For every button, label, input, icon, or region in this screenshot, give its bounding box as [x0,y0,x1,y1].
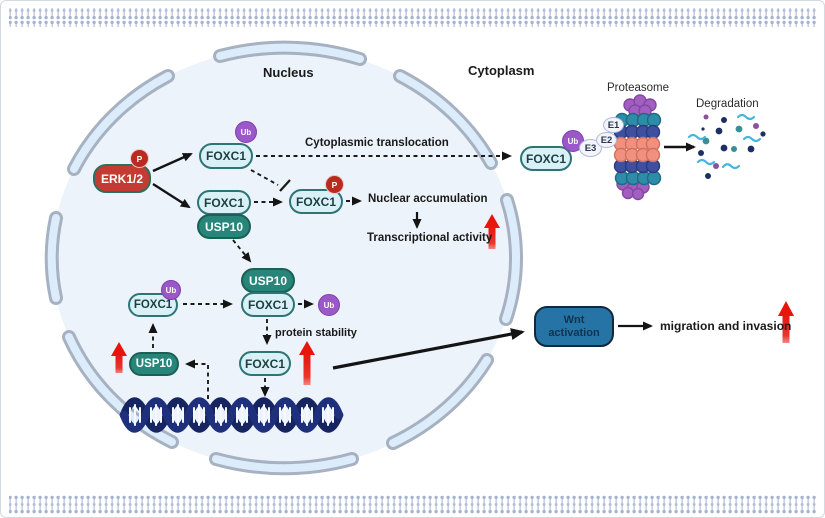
foxc1-ub-left-node: FOXC1 [128,293,178,317]
red-up-arrows [111,214,794,385]
foxc1-stable-node: FOXC1 [239,351,291,376]
phospho-badge: P [130,149,149,168]
proteasome-label: Proteasome [607,82,670,94]
ub-badge: Ub [161,280,181,300]
e1-enzyme-node: E1 [603,117,624,133]
dashed-arrows [148,151,512,399]
cytoplasm-label: Cytoplasm [468,63,535,78]
foxc1-usp10-complex-usp10-node: USP10 [197,214,251,239]
degradation-products [687,113,766,179]
cell-membrane-bottom [9,495,818,514]
up-arrow-migration-icon [778,301,794,343]
nuclear-envelope [44,40,523,476]
transcriptional-activity-label: Transcriptional activity [367,232,493,244]
erk12-node: ERK1/2 [93,164,151,193]
nuclear-accumulation-label: Nuclear accumulation [368,193,488,205]
up-arrow-protein-stability-icon [299,341,315,385]
cytoplasmic-translocation-label: Cytoplasmic translocation [305,137,449,149]
nucleus-label: Nucleus [263,65,314,80]
migration-invasion-label: migration and invasion [660,319,792,333]
usp10-induced-node: USP10 [129,352,179,376]
wnt-activation-node: Wnt activation [534,306,614,347]
ub-released-badge: Ub [318,294,340,316]
wnt-line1: Wnt [563,313,585,326]
phospho-badge: P [325,175,344,194]
usp10-mid-node: USP10 [241,268,295,293]
proteasome-illustration [613,94,662,201]
up-arrow-transcription-icon [484,214,500,249]
foxc1-mid-node: FOXC1 [241,292,295,317]
ub-badge: Ub [235,121,257,143]
inhibition-tee [279,179,291,192]
solid-arrows [152,142,696,370]
wnt-line2: activation [548,326,600,339]
e2-enzyme-node: E2 [596,132,617,148]
dna-helix [119,397,344,433]
foxc1-usp10-complex-foxc1-node: FOXC1 [197,190,251,215]
foxc1-cytoplasmic-node: FOXC1 [520,146,572,171]
protein-stability-label: protein stability [275,327,357,339]
foxc1-ubiquitinated-node: FOXC1 [199,143,253,169]
cell-membrane-top [9,8,818,27]
up-arrow-usp10-icon [111,342,127,373]
degradation-label: Degradation [696,98,759,110]
